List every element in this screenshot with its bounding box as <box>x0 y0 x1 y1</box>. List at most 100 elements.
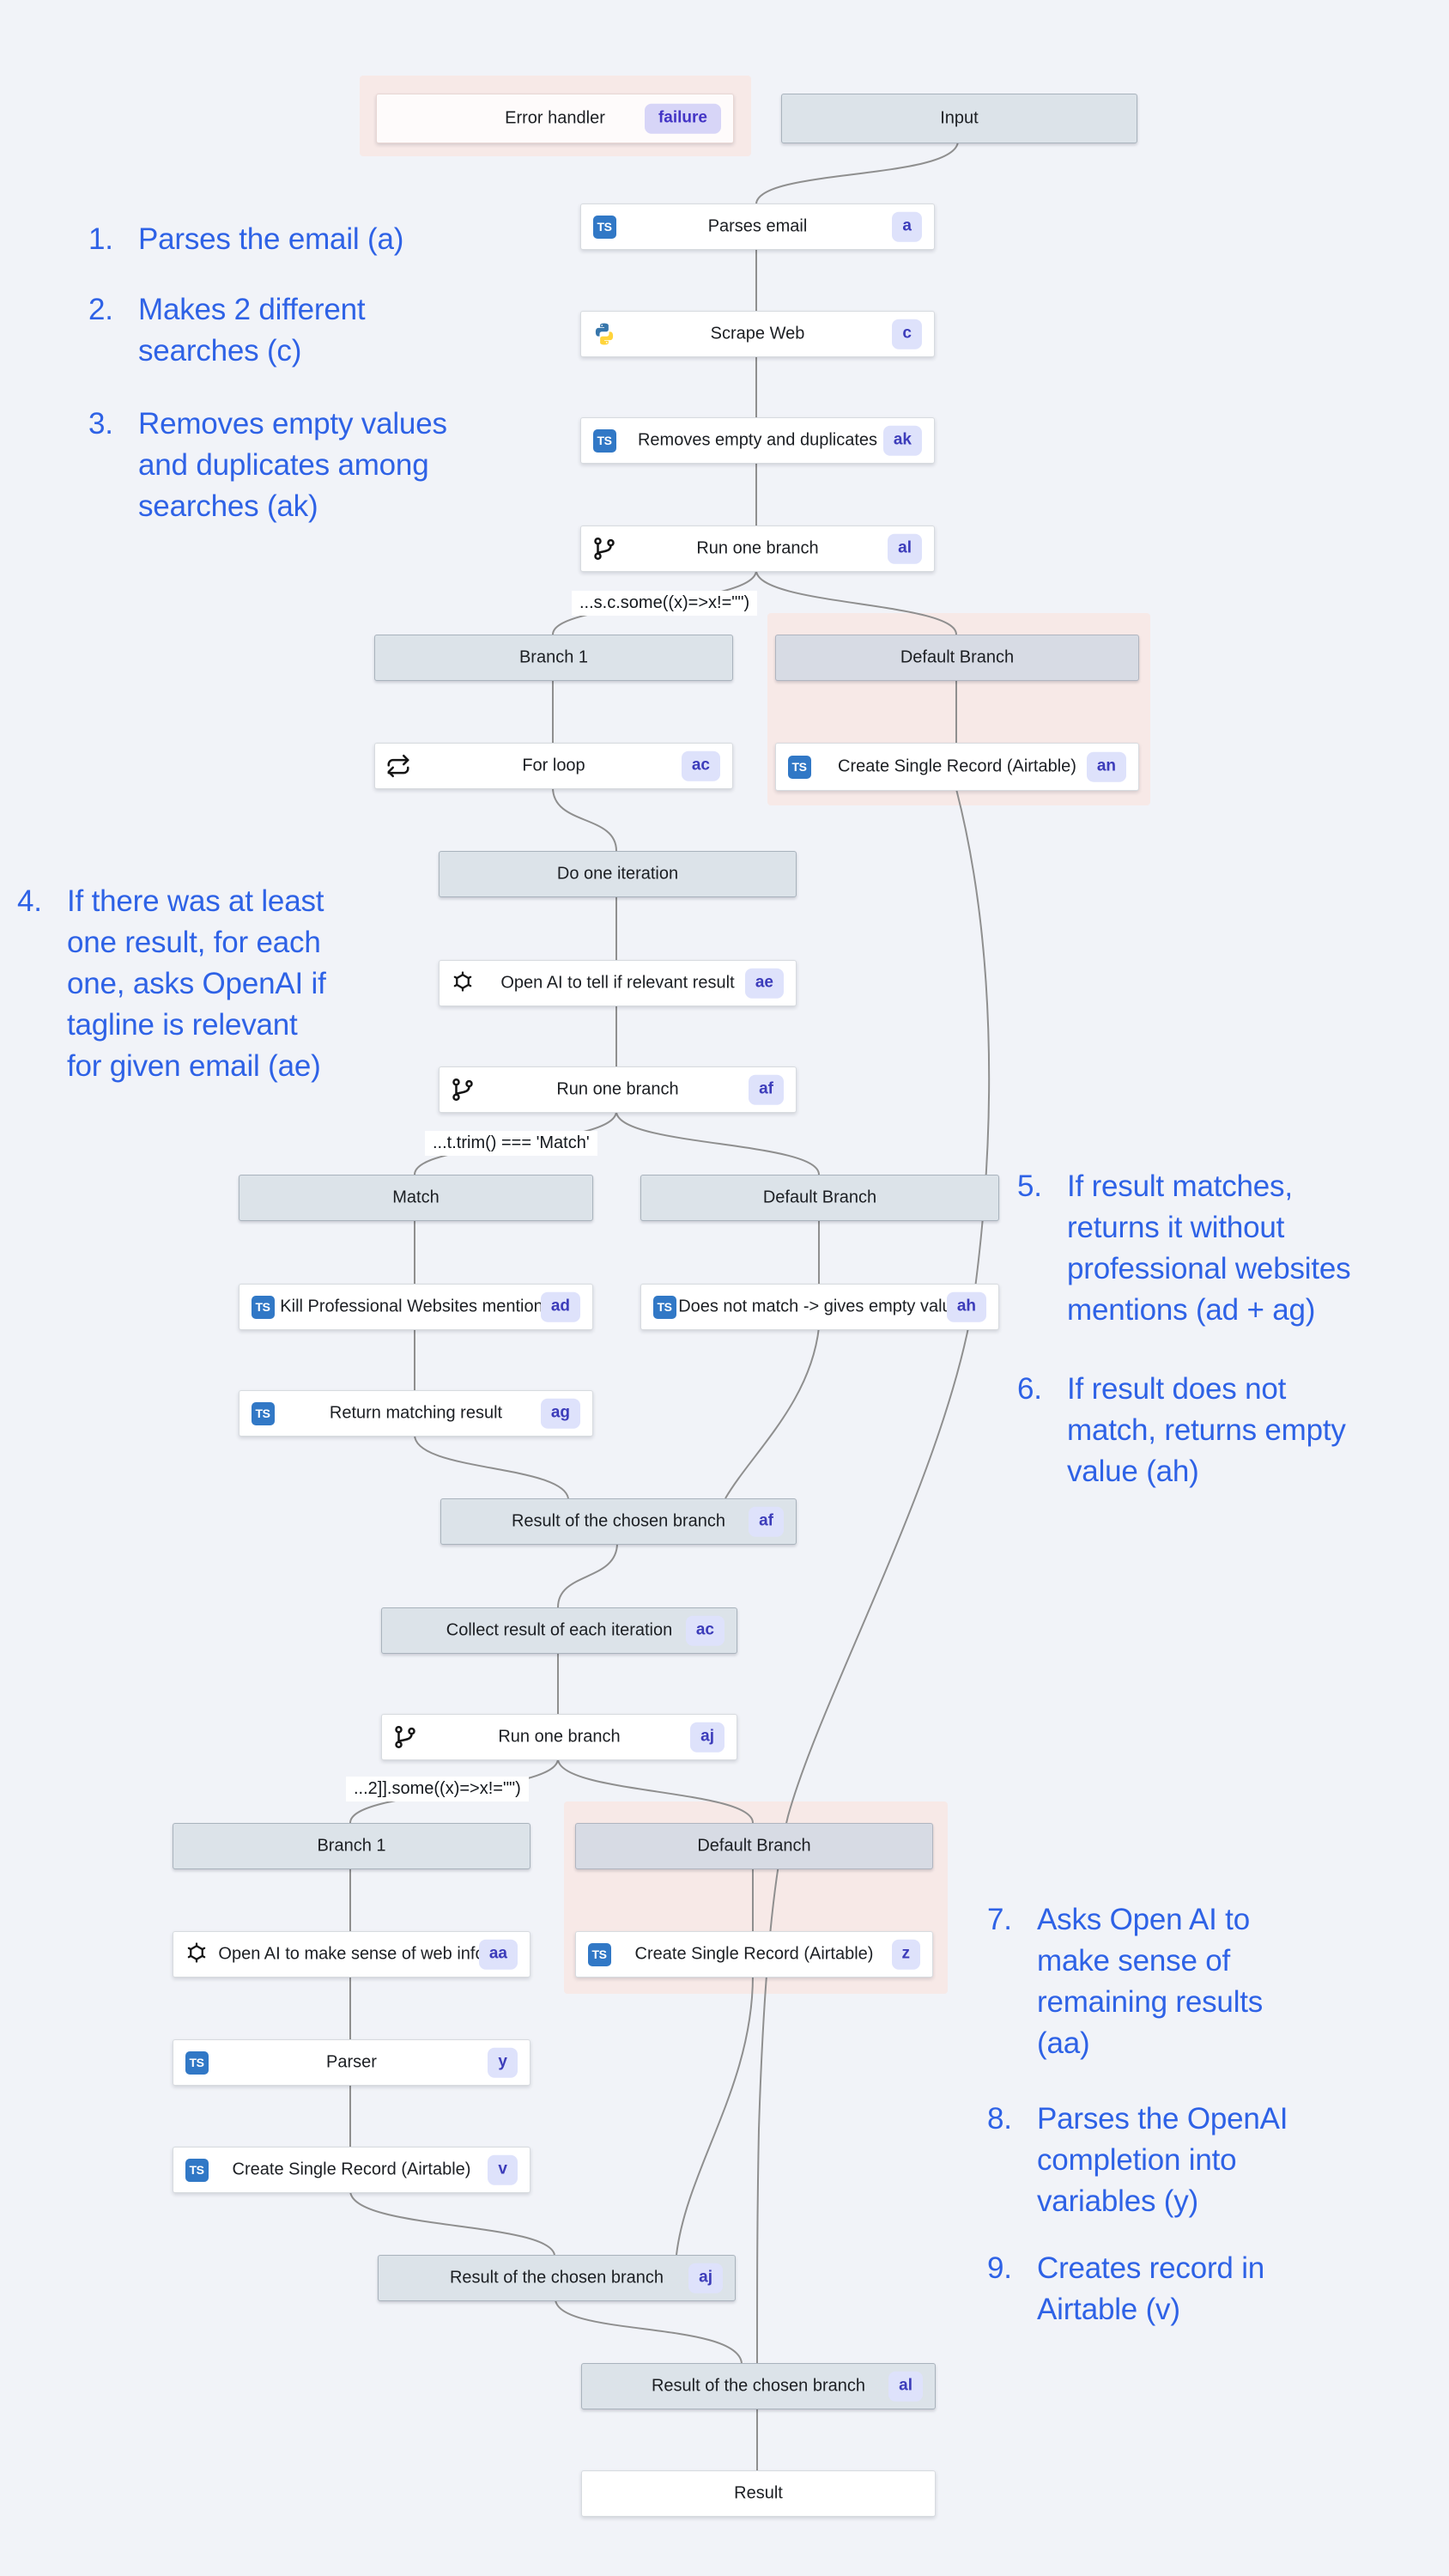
node-result[interactable]: Result <box>581 2470 936 2517</box>
edge <box>557 1542 618 1608</box>
node-do-one-iteration[interactable]: Do one iteration <box>439 851 797 897</box>
typescript-icon: TS <box>652 1294 677 1320</box>
edge <box>414 1434 569 1499</box>
annotation-number: 4. <box>17 884 42 918</box>
node-run-one-branch-al[interactable]: Run one branch al <box>580 526 935 572</box>
edge <box>756 788 991 2364</box>
node-label: Collect result of each iteration <box>446 1620 673 1640</box>
typescript-icon: TS <box>591 428 617 453</box>
node-label: Parser <box>326 2052 377 2072</box>
node-match-header[interactable]: Match <box>239 1175 593 1221</box>
branch-icon <box>392 1724 418 1750</box>
typescript-icon: TS <box>786 754 812 780</box>
node-badge: y <box>488 2047 518 2078</box>
branch-icon <box>450 1077 476 1103</box>
node-for-loop[interactable]: For loop ac <box>374 743 733 789</box>
node-badge: aj <box>690 1722 724 1753</box>
node-label: Result of the chosen branch <box>449 2268 664 2287</box>
node-badge: v <box>488 2154 518 2185</box>
annotation-number: 1. <box>88 222 113 256</box>
annotation-number: 5. <box>1017 1170 1042 1203</box>
node-badge: aj <box>688 2263 723 2293</box>
node-label: Create Single Record (Airtable) <box>838 756 1076 776</box>
node-branch1-top[interactable]: Branch 1 <box>374 635 733 681</box>
edge <box>349 2190 555 2256</box>
typescript-icon: TS <box>184 2050 209 2075</box>
node-result-chosen-af[interactable]: Result of the chosen branch af <box>440 1498 797 1545</box>
node-badge: ad <box>540 1291 580 1322</box>
node-create-record-v[interactable]: TS Create Single Record (Airtable) v <box>173 2147 530 2193</box>
node-badge: z <box>891 1939 920 1970</box>
node-badge: ak <box>882 425 922 456</box>
node-badge: al <box>888 2371 923 2402</box>
annotation-text: Parses the email (a) <box>138 222 404 256</box>
node-label: Branch 1 <box>317 1836 386 1856</box>
node-label: Branch 1 <box>518 647 589 667</box>
node-label: Default Branch <box>900 647 1015 667</box>
annotation-number: 8. <box>987 2102 1012 2136</box>
node-badge: a <box>892 211 922 242</box>
node-default-branch-bottom[interactable]: Default Branch <box>575 1823 933 1869</box>
python-icon <box>591 321 617 347</box>
annotation-number: 3. <box>88 407 113 440</box>
node-label: Run one branch <box>498 1727 621 1747</box>
node-label: Do one iteration <box>556 864 679 884</box>
node-result-chosen-aj[interactable]: Result of the chosen branch aj <box>378 2255 736 2301</box>
node-label: Create Single Record (Airtable) <box>232 2160 471 2179</box>
edge-condition-cond-af: ...t.trim() === 'Match' <box>425 1131 597 1156</box>
node-label: Kill Professional Websites mentions <box>280 1297 552 1316</box>
edge <box>755 569 957 635</box>
openai-icon <box>184 1941 209 1967</box>
branch-icon <box>591 536 617 562</box>
typescript-icon: TS <box>586 1941 612 1967</box>
node-label: Result <box>734 2483 783 2503</box>
node-label: Default Branch <box>762 1188 877 1207</box>
failure-badge: failure <box>644 103 721 134</box>
node-run-one-branch-aj[interactable]: Run one branch aj <box>381 1714 737 1760</box>
typescript-icon: TS <box>250 1294 276 1320</box>
node-badge: an <box>1086 751 1126 782</box>
node-label: For loop <box>522 756 585 775</box>
node-parser-y[interactable]: TS Parser y <box>173 2039 530 2086</box>
node-label: Result of the chosen branch <box>511 1511 726 1531</box>
node-badge: af <box>749 1506 784 1537</box>
typescript-icon: TS <box>184 2157 209 2183</box>
annotation-number: 6. <box>1017 1372 1042 1406</box>
node-badge: af <box>749 1074 784 1105</box>
node-label: Error handler <box>505 108 605 128</box>
node-error-handler[interactable]: Error handler failure <box>376 94 734 143</box>
node-badge: al <box>888 533 922 564</box>
annotation-number: 9. <box>987 2251 1012 2285</box>
node-badge: ac <box>681 750 720 781</box>
node-input[interactable]: Input <box>781 94 1137 143</box>
edge-condition-cond-aj: ...2]].some((x)=>x!="") <box>346 1777 529 1801</box>
edge <box>555 2298 743 2364</box>
node-label: Run one branch <box>696 538 819 558</box>
node-default-branch-mid[interactable]: Default Branch <box>640 1175 999 1221</box>
node-create-record-an[interactable]: TS Create Single Record (Airtable) an <box>775 743 1139 791</box>
node-badge: ah <box>946 1291 986 1322</box>
node-default-branch-top[interactable]: Default Branch <box>775 635 1139 681</box>
node-branch1-bottom[interactable]: Branch 1 <box>173 1823 530 1869</box>
